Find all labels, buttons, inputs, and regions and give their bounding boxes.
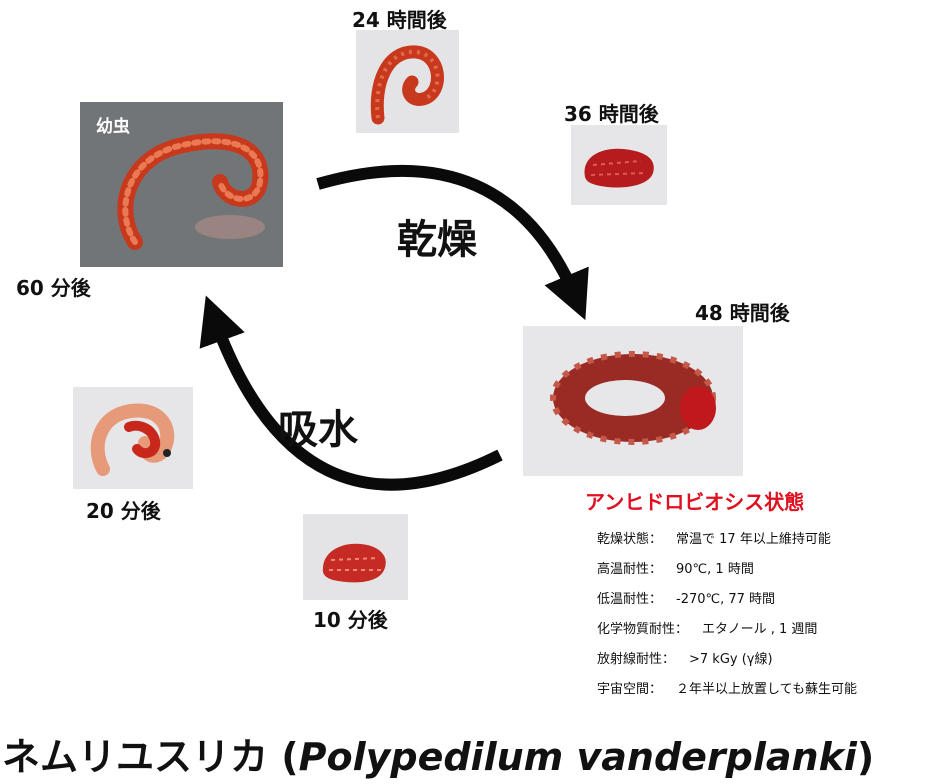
property-label: 化学物質耐性： xyxy=(597,618,688,637)
photo-24h xyxy=(356,30,459,133)
label-20min: 20 分後 xyxy=(86,495,161,524)
property-row: 低温耐性： -270℃, 77 時間 xyxy=(597,582,942,612)
label-10min: 10 分後 xyxy=(313,604,388,633)
photo-48h xyxy=(523,326,743,476)
property-value: エタノール , 1 週間 xyxy=(702,618,817,637)
anhydrobiosis-title: アンヒドロビオシス状態 xyxy=(585,486,804,515)
property-label: 高温耐性： xyxy=(597,558,662,577)
property-value: >7 kGy (γ線) xyxy=(689,648,773,667)
property-row: 宇宙空間： ２年半以上放置しても蘇生可能 xyxy=(597,672,942,702)
property-value: 90℃, 1 時間 xyxy=(676,558,754,577)
property-label: 低温耐性： xyxy=(597,588,662,607)
species-paren-open: ( xyxy=(281,735,298,779)
label-48h: 48 時間後 xyxy=(695,297,790,326)
property-row: 乾燥状態： 常温で 17 年以上維持可能 xyxy=(597,522,942,552)
property-row: 化学物質耐性： エタノール , 1 週間 xyxy=(597,612,942,642)
label-24h: 24 時間後 xyxy=(352,4,447,33)
photo-20min xyxy=(73,387,193,489)
property-label: 放射線耐性： xyxy=(597,648,675,667)
species-name-jp: ネムリユスリカ xyxy=(2,735,268,779)
species-name-latin: Polypedilum vanderplanki xyxy=(299,735,857,779)
rehydration-label: 吸水 xyxy=(278,397,358,455)
property-value: 常温で 17 年以上維持可能 xyxy=(676,528,831,547)
species-name: ネムリユスリカ (Polypedilum vanderplanki) xyxy=(2,726,874,781)
property-value: ２年半以上放置しても蘇生可能 xyxy=(676,678,857,697)
property-row: 放射線耐性： >7 kGy (γ線) xyxy=(597,642,942,672)
label-60min: 60 分後 xyxy=(16,272,91,301)
anhydrobiosis-properties: 乾燥状態： 常温で 17 年以上維持可能 高温耐性： 90℃, 1 時間 低温耐… xyxy=(597,522,942,702)
property-label: 宇宙空間： xyxy=(597,678,662,697)
photo-36h xyxy=(571,125,667,205)
photo-10min xyxy=(303,514,408,600)
species-paren-close: ) xyxy=(857,735,874,779)
drying-label: 乾燥 xyxy=(397,207,477,265)
property-row: 高温耐性： 90℃, 1 時間 xyxy=(597,552,942,582)
property-value: -270℃, 77 時間 xyxy=(676,588,775,607)
larva-label: 幼虫 xyxy=(96,112,130,137)
label-36h: 36 時間後 xyxy=(564,98,659,127)
property-label: 乾燥状態： xyxy=(597,528,662,547)
